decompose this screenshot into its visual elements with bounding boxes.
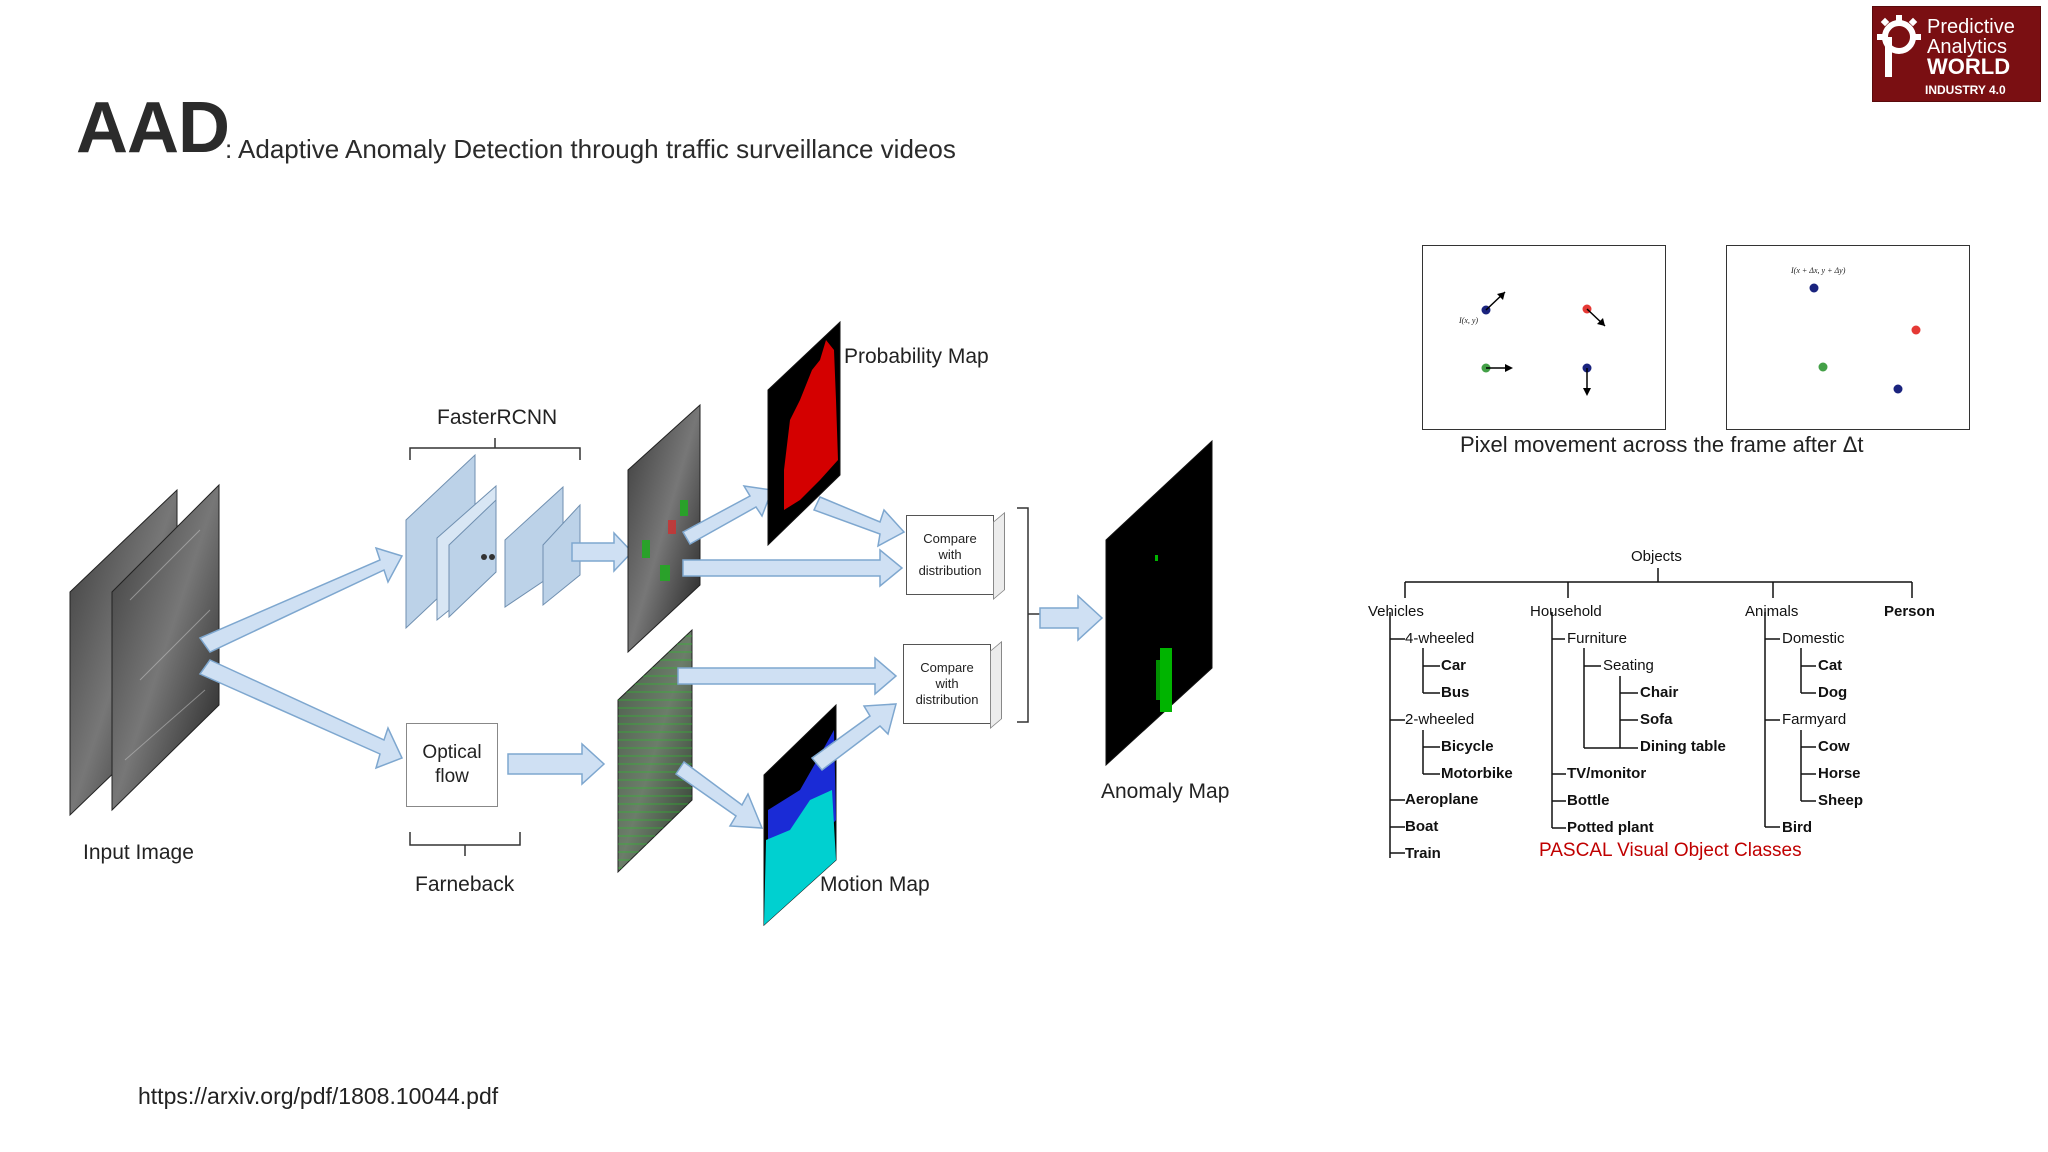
pixel-movement-caption: Pixel movement across the frame after Δt [1460,432,1864,457]
probability-map [767,320,841,547]
arrow-probability-to-compare [812,496,906,548]
arrow-to-compare-bottom [677,656,898,696]
arrow-to-anomaly-map [1039,594,1104,642]
arrow-to-probability-map [681,485,774,546]
gear-p-icon [1877,15,1921,77]
arrow-to-compare-top [682,548,904,588]
source-url[interactable]: https://arxiv.org/pdf/1808.10044.pdf [138,1083,499,1109]
slide-subtitle: : Adaptive Anomaly Detection through tra… [225,134,956,164]
tree-bicycle: Bicycle [1441,738,1494,755]
tree-vehicles: Vehicles [1368,603,1424,620]
tree-bottle: Bottle [1567,792,1610,809]
flow-frame [617,628,693,874]
tree-domestic: Domestic [1782,630,1845,647]
tree-2-wheeled: 2-wheeled [1405,711,1475,728]
tree-dining-table: Dining table [1640,738,1726,755]
tree-motorbike: Motorbike [1441,765,1513,782]
fasterrcnn-bracket [409,438,581,460]
tree-root: Objects [1631,548,1682,565]
farneback-label: Farneback [415,873,515,896]
pixel-label-after: I(x + Δx, y + Δy) [1791,266,1846,275]
arrow-motion-to-compare [810,703,897,772]
logo-wordmark: Predictive Analytics WORLD [1927,16,2015,79]
compare-bracket [1017,507,1029,723]
predictive-analytics-world-logo: Predictive Analytics WORLD INDUSTRY 4.0 [1872,6,2041,102]
tree-train: Train [1405,845,1441,862]
anomaly-map [1105,439,1213,767]
tree-dog: Dog [1818,684,1848,701]
tree-cow: Cow [1818,738,1850,755]
tree-tvmonitor: TV/monitor [1567,765,1647,782]
anomaly-map-label: Anomaly Map [1101,780,1230,803]
tree-horse: Horse [1818,765,1861,782]
tree-seating: Seating [1603,657,1654,674]
arrow-input-to-optical-flow [198,659,404,770]
tree-chair: Chair [1640,684,1679,701]
pixel-label-before: I(x, y) [1459,316,1479,325]
tree-farmyard: Farmyard [1782,711,1847,728]
logo-tagline: INDUSTRY 4.0 [1925,83,2006,97]
tree-4-wheeled: 4-wheeled [1405,630,1475,647]
tree-car: Car [1441,657,1467,674]
tree-boat: Boat [1405,818,1439,835]
detection-frame [627,403,701,654]
pixel-frame-before: I(x, y) [1422,245,1666,430]
slide-title: AAD [76,88,230,168]
arrow-to-motion-map [674,760,764,829]
motion-map-label: Motion Map [820,873,930,896]
tree-bird: Bird [1782,819,1812,836]
farneback-bracket [409,832,521,856]
pipeline-diagram [69,320,1213,927]
tree-sheep: Sheep [1818,792,1864,809]
tree-person: Person [1884,603,1935,620]
pascal-caption: PASCAL Visual Object Classes [1539,840,1802,861]
arrow-input-to-fasterrcnn [198,546,404,653]
arrow-layers-to-detections [571,531,634,573]
tree-animals: Animals [1745,603,1799,620]
fasterrcnn-layers [405,453,581,630]
tree-cat: Cat [1818,657,1843,674]
probability-map-label: Probability Map [844,345,989,368]
tree-household: Household [1530,603,1602,620]
tree-potted-plant: Potted plant [1567,819,1654,836]
tree-sofa: Sofa [1640,711,1673,728]
tree-furniture: Furniture [1567,630,1628,647]
input-image-frames [69,483,220,817]
input-image-label: Input Image [83,841,194,864]
pascal-tree-lines [1389,568,1913,858]
fasterrcnn-label: FasterRCNN [437,406,558,429]
arrow-flow-to-green-frame [507,742,606,786]
tree-bus: Bus [1441,684,1470,701]
pixel-frame-after: I(x + Δx, y + Δy) [1726,245,1970,430]
tree-aeroplane: Aeroplane [1405,791,1479,808]
